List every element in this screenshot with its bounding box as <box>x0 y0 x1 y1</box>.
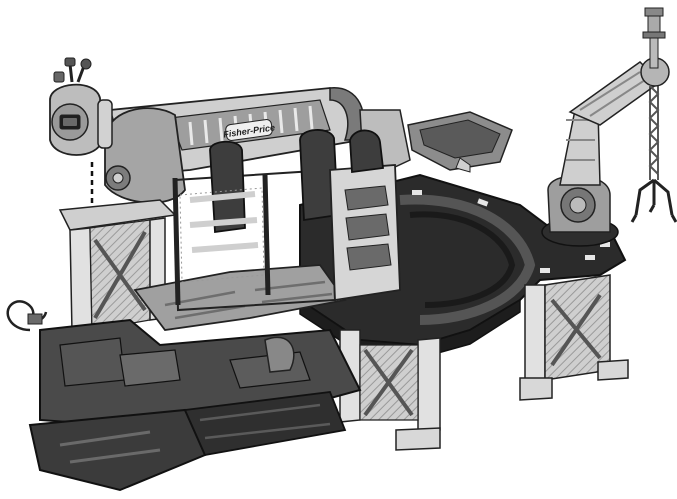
wire-loop <box>6 300 48 332</box>
bin-tray <box>407 111 513 173</box>
ramp-base <box>28 318 362 492</box>
hook-crane <box>49 57 186 204</box>
center-tower <box>133 129 401 331</box>
robot-claw-arm <box>541 7 677 247</box>
